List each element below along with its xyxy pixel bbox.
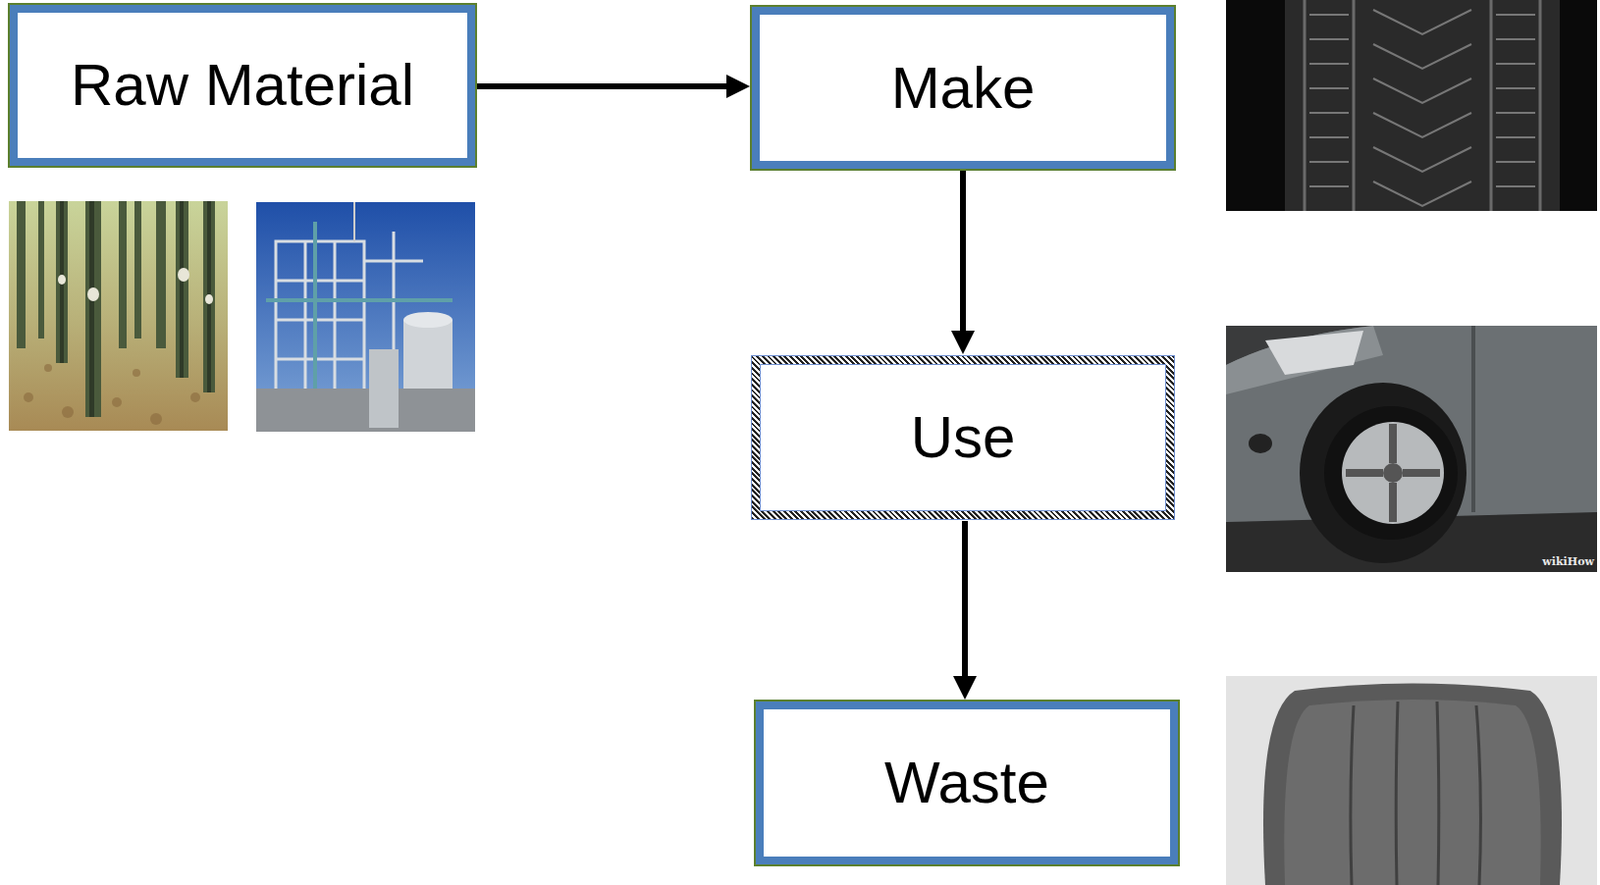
process-box: Make bbox=[751, 6, 1174, 169]
flow-arrow bbox=[951, 170, 975, 355]
refinery-photo bbox=[256, 202, 476, 432]
car-photo bbox=[1226, 325, 1598, 573]
watermark: wikiHow bbox=[1542, 555, 1595, 569]
process-box: Waste bbox=[755, 701, 1178, 865]
rubber-forest-photo bbox=[8, 201, 228, 431]
box-label: Use bbox=[910, 405, 1016, 471]
worn-tire-photo bbox=[1226, 676, 1598, 885]
process-box: Use bbox=[751, 356, 1174, 520]
process-box: Raw Material bbox=[9, 4, 476, 166]
flow-arrow bbox=[477, 74, 750, 99]
box-label: Raw Material bbox=[70, 53, 415, 118]
new-tire-photo bbox=[1226, 0, 1598, 212]
box-label: Make bbox=[891, 55, 1036, 121]
box-label: Waste bbox=[884, 750, 1050, 816]
flow-arrow bbox=[953, 521, 977, 700]
